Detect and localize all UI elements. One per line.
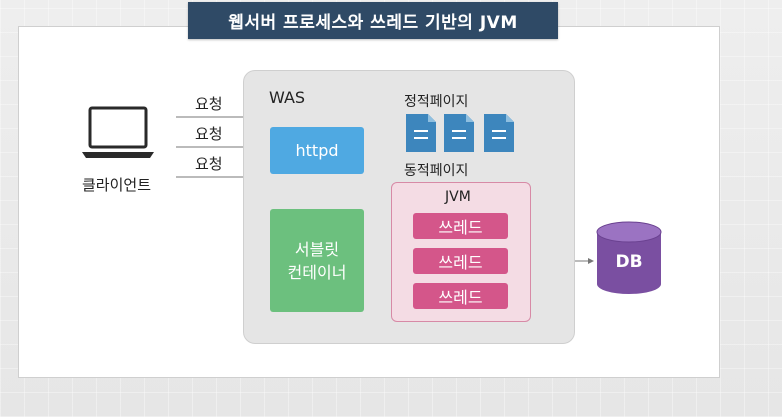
servlet-label-line1: 서블릿 xyxy=(294,239,340,259)
dynamic-pages-label: 동적페이지 xyxy=(404,163,469,179)
diagram-title: 웹서버 프로세스와 쓰레드 기반의 JVM xyxy=(188,2,558,39)
thread-box-2: 쓰레드 xyxy=(413,248,508,274)
db-label: DB xyxy=(615,252,643,272)
thread-box-1: 쓰레드 xyxy=(413,213,508,239)
thread-box-3: 쓰레드 xyxy=(413,283,508,309)
request-label-2: 요청 xyxy=(195,125,223,143)
document-icon xyxy=(406,114,436,152)
jvm-label: JVM xyxy=(445,189,471,205)
servlet-label-line2: 컨테이너 xyxy=(287,262,347,282)
request-label-3: 요청 xyxy=(195,155,223,173)
document-icon xyxy=(444,114,474,152)
request-label-1: 요청 xyxy=(195,95,223,113)
database-icon xyxy=(596,221,662,294)
was-label: WAS xyxy=(269,88,306,107)
static-pages-label: 정적페이지 xyxy=(404,94,469,110)
laptop-icon xyxy=(82,106,154,158)
httpd-box: httpd xyxy=(270,127,364,174)
client-label: 클라이언트 xyxy=(82,176,152,194)
servlet-container-box: 서블릿 컨테이너 xyxy=(270,209,364,312)
document-icon xyxy=(484,114,514,152)
